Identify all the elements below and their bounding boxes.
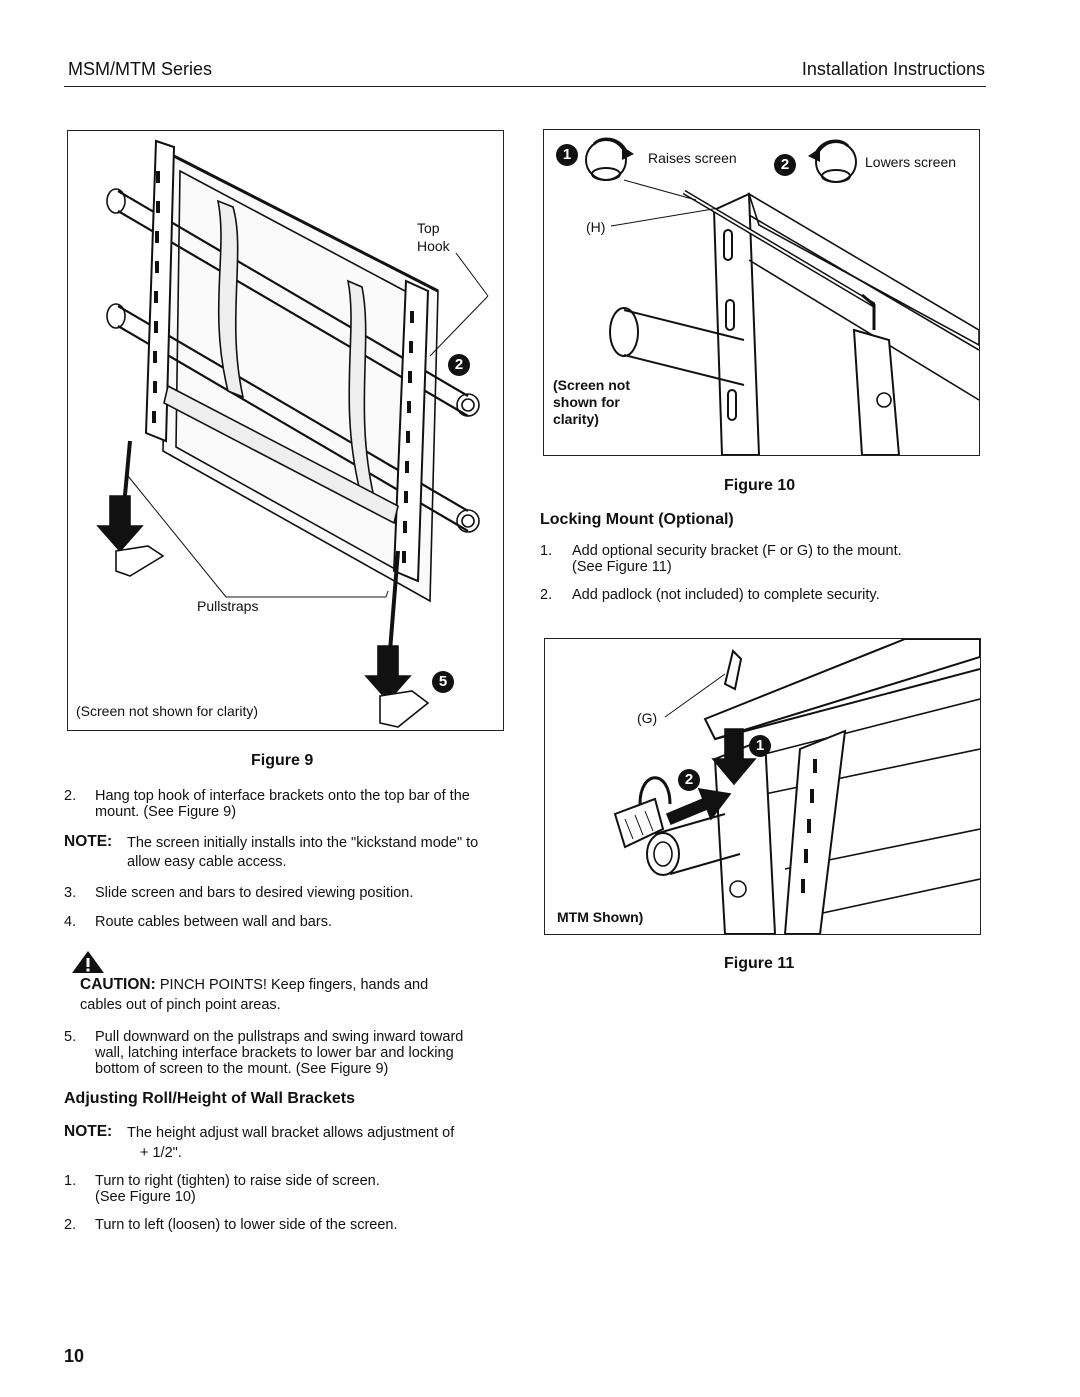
label-lowers-screen: Lowers screen [865,154,957,170]
label-screen-not-shown: (Screen not shown for clarity) [76,703,259,719]
adj-step-1-line2: (See Figure 10) [95,1189,196,1205]
step-5-line2: wall, latching interface brackets to low… [95,1045,454,1061]
adj-step-2-text: Turn to left (loosen) to lower side of t… [95,1217,398,1233]
figure-11-box: (G) 1 2 MTM Shown) [544,638,981,935]
step-badge-2: 2 [448,354,470,376]
step-2-line1: Hang top hook of interface brackets onto… [95,788,470,804]
note-1-line1: The screen initially installs into the "… [127,835,479,851]
caution-line1: CAUTION: PINCH POINTS! Keep fingers, han… [80,976,429,994]
note-2-line1: The height adjust wall bracket allows ad… [127,1125,455,1141]
doc-type-title: Installation Instructions [801,59,985,79]
step-3-text: Slide screen and bars to desired viewing… [95,885,414,901]
lock-step-2-number: 2. [540,587,553,603]
step-3-number: 3. [64,885,77,901]
label-raises-screen: Raises screen [648,150,737,166]
step-2-line2: mount. (See Figure 9) [95,804,237,820]
adjust-heading: Adjusting Roll/Height of Wall Brackets [64,1090,355,1107]
figure-9-caption: Figure 9 [251,752,314,769]
fig10-note-line3: clarity) [553,411,599,427]
raise-badge-1: 1 [556,144,578,166]
label-pullstraps: Pullstraps [197,598,259,614]
figure-11-illustration [613,639,980,934]
step-2-number: 2. [64,788,77,804]
figure-10-caption: Figure 10 [724,477,796,494]
step-5-line1: Pull downward on the pullstraps and swin… [95,1029,464,1045]
fig11-badge-1: 1 [749,735,771,757]
note-1-line2: allow easy cable access. [127,854,287,870]
step-5-number: 5. [64,1029,77,1045]
figure-9-illustration [96,139,489,728]
adj-step-1-line1: Turn to right (tighten) to raise side of… [95,1173,380,1189]
lock-step-1-line1: Add optional security bracket (F or G) t… [572,543,902,559]
locking-heading: Locking Mount (Optional) [540,511,734,528]
note-2-label: NOTE: [64,1123,113,1140]
lock-step-1-number: 1. [540,543,553,559]
fig11-badge-2: 2 [678,769,700,791]
label-top: Top [417,220,440,236]
caution-line2: cables out of pinch point areas. [80,997,281,1013]
figure-10-illustration [585,137,979,455]
lock-step-2-text: Add padlock (not included) to complete s… [572,587,880,603]
page-number: 10 [64,1346,85,1366]
step-4-text: Route cables between wall and bars. [95,914,332,930]
step-4-number: 4. [64,914,77,930]
lower-badge-2: 2 [774,154,796,176]
fig10-note-line1: (Screen not [553,377,631,393]
step-5-line3: bottom of screen to the mount. (See Figu… [95,1061,389,1077]
adj-step-2-number: 2. [64,1217,77,1233]
figure-10-box: 1 Raises screen 2 Lowers screen (H) (Scr… [543,129,980,456]
label-mtm-shown: MTM Shown) [557,909,644,925]
fig10-note-line2: shown for [553,394,620,410]
lock-step-1-line2: (See Figure 11) [572,559,672,575]
adj-step-1-number: 1. [64,1173,77,1189]
label-h: (H) [586,219,606,235]
series-title: MSM/MTM Series [68,59,212,79]
note-1-label: NOTE: [64,833,113,850]
warning-icon [72,951,104,973]
label-hook: Hook [417,238,450,254]
note-2-line2: + 1/2". [140,1145,182,1161]
step-badge-5: 5 [432,671,454,693]
figure-11-caption: Figure 11 [724,955,795,972]
header-rule [64,86,986,87]
figure-9-box: Top Hook 2 Pullstraps 5 (Screen not show… [67,130,504,731]
label-g: (G) [637,710,658,726]
